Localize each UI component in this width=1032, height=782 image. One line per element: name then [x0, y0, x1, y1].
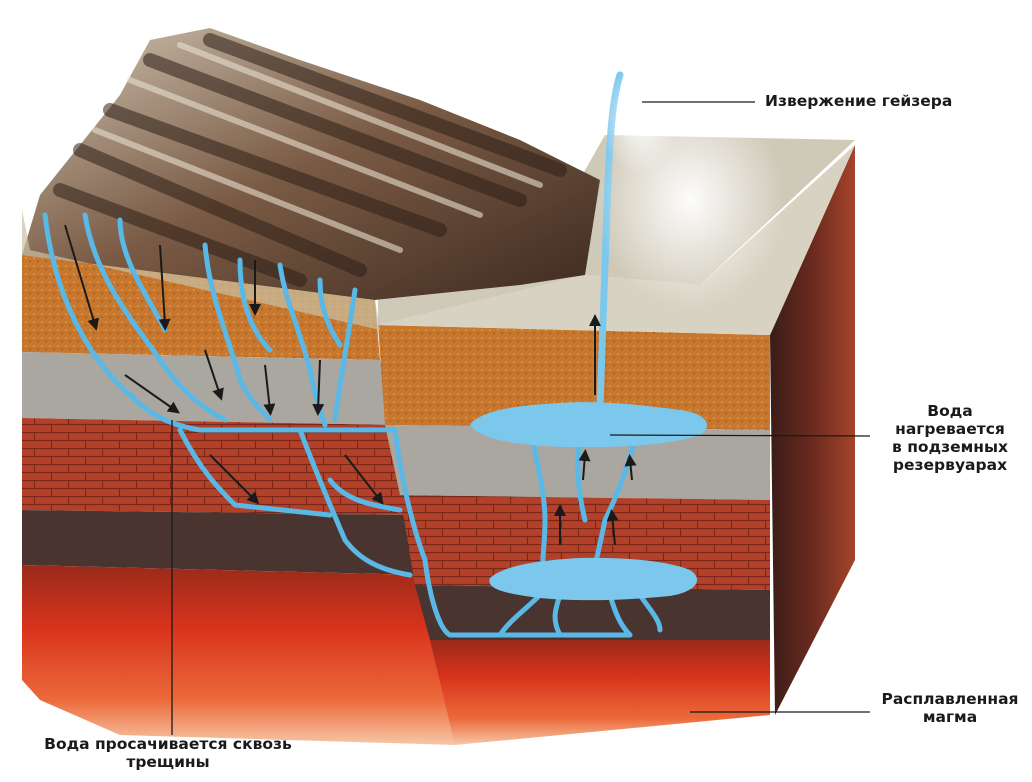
magma-label: Расплавленная магма: [870, 690, 1030, 726]
seepage-label: Вода просачивается сквозь трещины: [18, 735, 318, 771]
heating-label: Вода нагревается в подземных резервуарах: [870, 402, 1030, 474]
magma-layer-right: [430, 640, 770, 745]
magma-layer-left: [22, 565, 455, 745]
dark-rock-layer: [22, 510, 420, 575]
brick-rock-layer: [22, 418, 410, 515]
eruption-label: Извержение гейзера: [765, 92, 952, 110]
